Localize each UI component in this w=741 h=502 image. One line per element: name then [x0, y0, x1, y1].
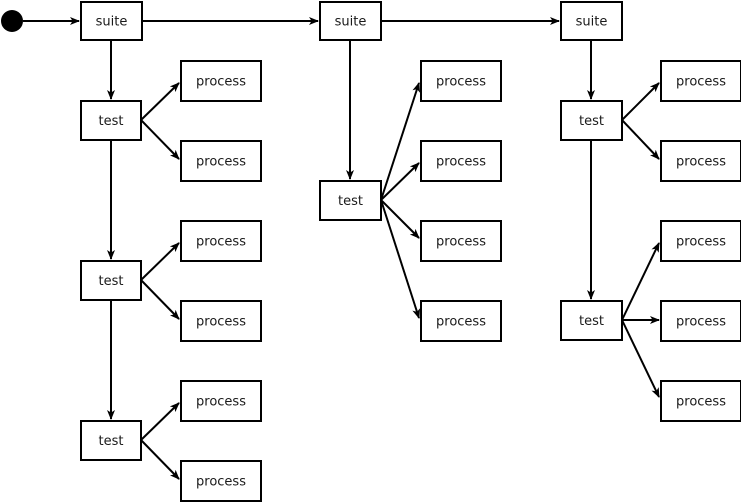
node-test-1-3[interactable]: test: [80, 420, 142, 461]
node-proc-2-3[interactable]: process: [420, 220, 502, 262]
edge-test-3-1-to-proc-3-1b: [621, 119, 660, 160]
node-proc-3-2c[interactable]: process: [660, 380, 741, 422]
process-label: process: [676, 75, 726, 90]
node-suite-2[interactable]: suite: [319, 1, 382, 41]
edge-test-2-1-to-proc-2-3: [380, 199, 420, 239]
node-proc-1-1b[interactable]: process: [180, 140, 262, 182]
suite-label: suite: [96, 15, 128, 30]
process-box[interactable]: [660, 220, 741, 262]
process-label: process: [436, 75, 486, 90]
suite-box[interactable]: [560, 1, 623, 41]
edges-layer: [23, 17, 660, 480]
edge-test-3-2-to-proc-3-2a: [621, 242, 660, 321]
edge-test-1-3-to-proc-1-3b: [140, 439, 180, 480]
test-box[interactable]: [319, 180, 382, 221]
process-box[interactable]: [180, 460, 262, 502]
process-label: process: [676, 155, 726, 170]
node-proc-1-2a[interactable]: process: [180, 220, 262, 262]
process-label: process: [196, 395, 246, 410]
node-suite-3[interactable]: suite: [560, 1, 623, 41]
test-label: test: [579, 314, 604, 329]
suite-box[interactable]: [80, 1, 143, 41]
edge-test-3-2-to-proc-3-2c: [621, 319, 660, 398]
node-proc-1-3b[interactable]: process: [180, 460, 262, 502]
process-label: process: [676, 235, 726, 250]
test-box[interactable]: [80, 100, 142, 141]
test-box[interactable]: [560, 300, 623, 341]
process-box[interactable]: [420, 300, 502, 342]
process-box[interactable]: [660, 140, 741, 182]
test-label: test: [99, 114, 124, 129]
test-label: test: [338, 194, 363, 209]
edge-test-3-1-to-proc-3-1a: [621, 82, 660, 121]
nodes-layer: suite suite suite test test test test test test p…: [80, 1, 741, 502]
edge-test-1-1-to-proc-1-1b: [140, 119, 180, 160]
start-layer: [1, 10, 23, 32]
process-box[interactable]: [180, 300, 262, 342]
node-proc-2-1[interactable]: process: [420, 60, 502, 102]
node-proc-1-2b[interactable]: process: [180, 300, 262, 342]
edge-test-2-1-to-proc-2-1: [380, 82, 421, 201]
process-box[interactable]: [660, 60, 741, 102]
start-node-icon: [1, 10, 23, 32]
process-box[interactable]: [660, 380, 741, 422]
test-box[interactable]: [560, 100, 623, 141]
edge-test-1-2-to-proc-1-2a: [140, 242, 180, 281]
node-test-1-1[interactable]: test: [80, 100, 142, 141]
edge-test-2-1-to-proc-2-2: [380, 162, 420, 201]
node-proc-3-2b[interactable]: process: [660, 300, 741, 342]
process-box[interactable]: [180, 140, 262, 182]
process-box[interactable]: [180, 220, 262, 262]
node-proc-2-4[interactable]: process: [420, 300, 502, 342]
node-test-2-1[interactable]: test: [319, 180, 382, 221]
node-proc-1-1a[interactable]: process: [180, 60, 262, 102]
process-label: process: [676, 395, 726, 410]
process-label: process: [196, 155, 246, 170]
process-label: process: [196, 235, 246, 250]
edge-test-1-3-to-proc-1-3a: [140, 402, 180, 441]
node-proc-3-1b[interactable]: process: [660, 140, 741, 182]
process-label: process: [436, 155, 486, 170]
suite-label: suite: [576, 15, 608, 30]
node-proc-3-1a[interactable]: process: [660, 60, 741, 102]
process-label: process: [196, 75, 246, 90]
edge-test-1-2-to-proc-1-2b: [140, 279, 180, 320]
suite-label: suite: [335, 15, 367, 30]
node-test-3-2[interactable]: test: [560, 300, 623, 341]
test-label: test: [99, 434, 124, 449]
edge-test-2-1-to-proc-2-4: [380, 199, 421, 319]
process-box[interactable]: [180, 380, 262, 422]
process-label: process: [436, 315, 486, 330]
process-box[interactable]: [420, 60, 502, 102]
process-box[interactable]: [660, 300, 741, 342]
process-box[interactable]: [420, 220, 502, 262]
test-box[interactable]: [80, 420, 142, 461]
node-proc-2-2[interactable]: process: [420, 140, 502, 182]
suite-box[interactable]: [319, 1, 382, 41]
node-proc-3-2a[interactable]: process: [660, 220, 741, 262]
process-label: process: [676, 315, 726, 330]
test-box[interactable]: [80, 260, 142, 301]
node-test-3-1[interactable]: test: [560, 100, 623, 141]
test-label: test: [99, 274, 124, 289]
node-proc-1-3a[interactable]: process: [180, 380, 262, 422]
edge-test-1-1-to-proc-1-1a: [140, 82, 180, 121]
process-box[interactable]: [420, 140, 502, 182]
test-label: test: [579, 114, 604, 129]
process-label: process: [196, 315, 246, 330]
process-label: process: [196, 475, 246, 490]
node-suite-1[interactable]: suite: [80, 1, 143, 41]
process-label: process: [436, 235, 486, 250]
node-test-1-2[interactable]: test: [80, 260, 142, 301]
process-box[interactable]: [180, 60, 262, 102]
